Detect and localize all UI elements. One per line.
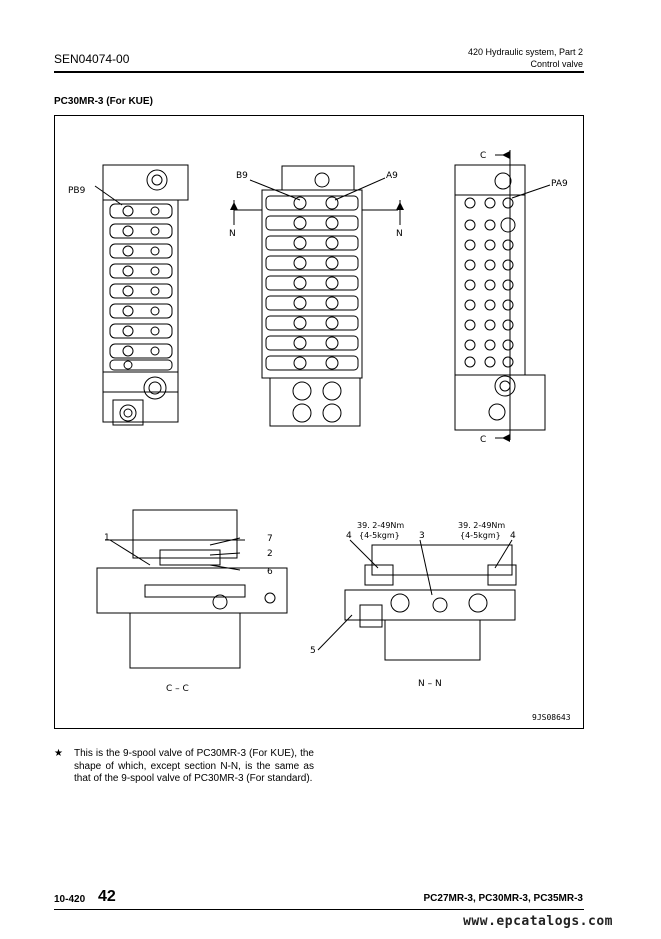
label-b9: B9 — [236, 171, 248, 181]
watermark: www.epcatalogs.com — [463, 914, 613, 929]
callout-4-left: 4 — [346, 531, 352, 541]
section-label-nn: N – N — [418, 679, 442, 689]
label-c-bottom: C — [480, 435, 486, 445]
label-c-top: C — [480, 151, 486, 161]
figure-code: 9JS08643 — [532, 713, 571, 722]
section-label-cc: C – C — [166, 684, 189, 694]
section-heading: 420 Hydraulic system, Part 2 Control val… — [468, 46, 583, 70]
header-rule — [54, 71, 584, 73]
torque-left-kgm: {4-5kgm} — [359, 531, 400, 540]
nn-section-view — [317, 539, 517, 661]
figure-frame — [54, 115, 584, 729]
left-valve-view — [94, 164, 189, 426]
cc-section-view — [96, 509, 288, 669]
section-heading-line1: 420 Hydraulic system, Part 2 — [467, 47, 583, 57]
middle-valve-view — [233, 165, 401, 427]
footer-code: 10-420 — [54, 894, 86, 905]
page-number: 42 — [98, 888, 116, 905]
note-text: This is the 9-spool valve of PC30MR-3 (F… — [74, 748, 314, 784]
label-pb9: PB9 — [68, 186, 86, 196]
star-icon: ★ — [54, 748, 63, 759]
callout-1: 1 — [104, 533, 110, 543]
right-valve-view — [454, 150, 551, 440]
callout-7: 7 — [267, 534, 273, 544]
torque-right-kgm: {4-5kgm} — [460, 531, 501, 540]
torque-left-nm: 39. 2-49Nm — [357, 521, 404, 530]
document-number: SEN04074-00 — [54, 52, 130, 66]
footer-models: PC27MR-3, PC30MR-3, PC35MR-3 — [423, 893, 584, 904]
callout-5: 5 — [310, 646, 316, 656]
label-pa9: PA9 — [551, 179, 568, 189]
footer-rule — [54, 909, 584, 910]
callout-2: 2 — [267, 549, 273, 559]
section-title: PC30MR-3 (For KUE) — [54, 96, 153, 107]
section-heading-line2: Control valve — [530, 59, 583, 69]
note-block: ★ This is the 9-spool valve of PC30MR-3 … — [54, 748, 314, 786]
callout-3: 3 — [419, 531, 425, 541]
callout-6: 6 — [267, 567, 273, 577]
label-n-right: N — [396, 229, 403, 239]
label-a9: A9 — [386, 171, 398, 181]
torque-right-nm: 39. 2-49Nm — [458, 521, 505, 530]
label-n-left: N — [229, 229, 236, 239]
callout-4-right: 4 — [510, 531, 516, 541]
